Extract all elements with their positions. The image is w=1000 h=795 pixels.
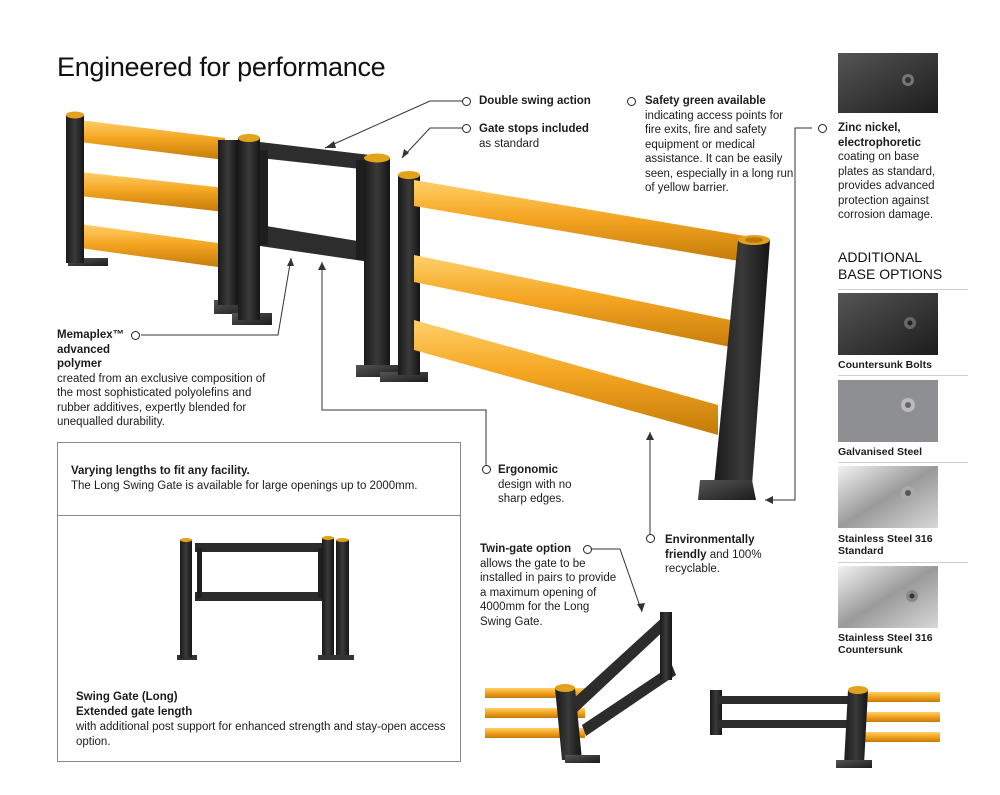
callout-gate-stops: Gate stops included as standard — [479, 122, 619, 151]
box-divider — [58, 515, 460, 516]
callout-safety-green: Safety green available indicating access… — [645, 94, 795, 196]
callout-dot — [131, 331, 140, 340]
callout-dot — [583, 545, 592, 554]
base-thumbnails — [838, 53, 938, 628]
divider — [838, 289, 968, 290]
caption-title: Swing Gate (Long) — [76, 691, 178, 703]
callout-dot — [627, 97, 636, 106]
callout-twin-gate: Twin-gate option allows the gate to be i… — [480, 542, 620, 629]
callout-memaplex: Memaplex™ advanced polymer created from … — [57, 328, 277, 430]
callout-heading: Double swing action — [479, 95, 591, 107]
base-option-label: Countersunk Bolts — [838, 359, 932, 371]
box-caption: Swing Gate (Long) Extended gate length w… — [76, 690, 446, 750]
callout-body: as standard — [479, 137, 540, 150]
callout-dot — [462, 97, 471, 106]
callout-dot — [818, 124, 827, 133]
page-title: Engineered for performance — [57, 52, 386, 82]
base-option-label: Stainless Steel 316 Countersunk — [838, 632, 933, 656]
divider — [838, 562, 968, 563]
leader-lines — [141, 100, 812, 613]
box-intro: Varying lengths to fit any facility. The… — [71, 464, 418, 494]
callout-heading: Twin-gate option — [480, 543, 572, 555]
callout-heading: Memaplex™ advanced polymer — [57, 329, 125, 370]
caption-subtitle: Extended gate length — [76, 706, 193, 718]
callout-heading: Environmentally friendly — [665, 534, 755, 561]
right-barrier — [380, 171, 770, 500]
left-barrier — [66, 111, 254, 314]
callout-ergonomic: Ergonomic design with no sharp edges. — [498, 463, 598, 507]
long-swing-gate-illustration — [177, 536, 354, 660]
box-heading: Varying lengths to fit any facility. — [71, 465, 250, 477]
twin-gate-illustration — [485, 612, 940, 768]
callout-zinc: Zinc nickel, electrophoretic coating on … — [838, 121, 950, 223]
callout-heading: Gate stops included — [479, 123, 589, 135]
callout-dot — [462, 124, 471, 133]
gate — [232, 134, 400, 377]
callout-body: coating on base plates as standard, prov… — [838, 151, 936, 221]
callout-body: design with no sharp edges. — [498, 478, 572, 506]
callout-environment: Environmentally friendly and 100% recycl… — [665, 533, 775, 577]
callout-heading: Zinc nickel, electrophoretic — [838, 122, 922, 149]
base-options-heading: ADDITIONAL BASE OPTIONS — [838, 249, 943, 282]
callout-body: created from an exclusive composition of… — [57, 372, 266, 429]
callout-heading: Safety green available — [645, 95, 766, 107]
callout-double-swing: Double swing action — [479, 94, 591, 109]
caption-body: with additional post support for enhance… — [76, 721, 446, 748]
callout-heading: Ergonomic — [498, 464, 559, 476]
long-swing-gate-box: Varying lengths to fit any facility. The… — [57, 442, 461, 762]
divider — [838, 462, 968, 463]
callout-body: allows the gate to be installed in pairs… — [480, 557, 617, 628]
callout-dot — [646, 534, 655, 543]
callout-body: and 100% recyclable. — [665, 548, 762, 576]
divider — [838, 375, 968, 376]
base-option-label: Stainless Steel 316 Standard — [838, 533, 933, 557]
base-option-label: Galvanised Steel — [838, 446, 923, 458]
callout-dot — [482, 465, 491, 474]
arrowheads — [287, 141, 773, 612]
box-body: The Long Swing Gate is available for lar… — [71, 480, 418, 492]
callout-body: indicating access points for fire exits,… — [645, 109, 794, 195]
